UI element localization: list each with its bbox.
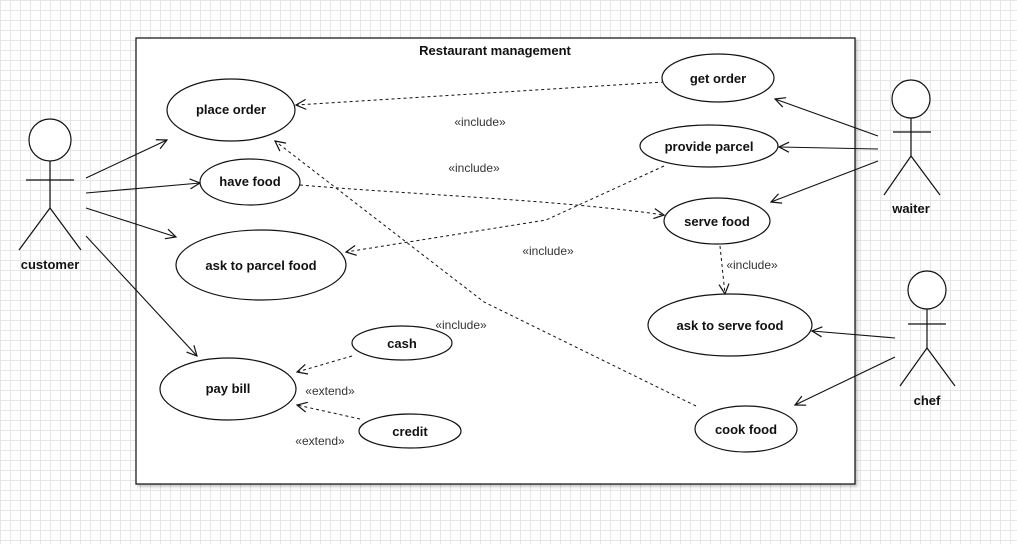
stereotype-include-cook-food: «include» xyxy=(435,318,487,332)
use-case-have-food[interactable]: have food xyxy=(199,158,301,206)
actor-waiter[interactable]: waiter xyxy=(883,79,941,216)
actor-chef[interactable]: chef xyxy=(899,270,956,408)
use-case-cash[interactable]: cash xyxy=(351,325,453,361)
use-case-have-food-label: have food xyxy=(219,174,280,189)
use-case-serve-food[interactable]: serve food xyxy=(663,197,771,245)
assoc-waiter-provide-parcel xyxy=(779,147,879,149)
system-title: Restaurant management xyxy=(419,43,571,58)
assoc-waiter-serve-food xyxy=(771,160,879,202)
assoc-customer-have-food xyxy=(85,183,200,194)
use-case-credit[interactable]: credit xyxy=(358,413,462,449)
assoc-customer-ask-to-parcel xyxy=(85,207,176,237)
use-case-ask-to-parcel-food-label: ask to parcel food xyxy=(205,258,316,273)
stereotype-include-provide-parcel: «include» xyxy=(522,244,574,258)
use-case-pay-bill-label: pay bill xyxy=(206,381,251,396)
use-case-place-order[interactable]: place order xyxy=(166,78,296,142)
use-case-get-order[interactable]: get order xyxy=(661,53,775,103)
actor-waiter-label: waiter xyxy=(891,201,930,216)
use-case-serve-food-label: serve food xyxy=(684,214,750,229)
assoc-chef-ask-to-serve xyxy=(812,331,896,339)
use-case-ask-to-serve-food[interactable]: ask to serve food xyxy=(647,293,813,357)
stereotype-extend-credit: «extend» xyxy=(295,434,345,448)
use-case-ask-to-parcel-food[interactable]: ask to parcel food xyxy=(175,229,347,301)
stereotype-include-get-order: «include» xyxy=(454,115,506,129)
actor-customer[interactable]: customer xyxy=(18,118,82,272)
use-case-get-order-label: get order xyxy=(690,71,746,86)
dep-serve-food-ask-to-serve xyxy=(720,245,725,294)
dep-cook-food-place-order xyxy=(275,141,697,407)
dep-get-order-place-order xyxy=(296,81,665,105)
use-case-cook-food-label: cook food xyxy=(715,422,777,437)
use-case-cash-label: cash xyxy=(387,336,417,351)
assoc-customer-pay-bill xyxy=(85,235,197,356)
use-case-place-order-label: place order xyxy=(196,102,266,117)
use-case-ask-to-serve-food-label: ask to serve food xyxy=(677,318,784,333)
assoc-chef-cook-food xyxy=(795,356,896,405)
dep-credit-pay-bill xyxy=(297,405,361,420)
use-case-credit-label: credit xyxy=(392,424,428,439)
assoc-waiter-get-order xyxy=(775,99,879,137)
use-case-pay-bill[interactable]: pay bill xyxy=(159,357,297,421)
use-case-provide-parcel[interactable]: provide parcel xyxy=(639,124,779,168)
use-case-cook-food[interactable]: cook food xyxy=(694,405,798,453)
use-case-provide-parcel-label: provide parcel xyxy=(665,139,754,154)
stereotype-extend-cash: «extend» xyxy=(305,384,355,398)
assoc-customer-place-order xyxy=(85,140,167,179)
dep-have-food-serve-food xyxy=(299,184,664,215)
stereotype-include-serve-food: «include» xyxy=(726,258,778,272)
actor-customer-label: customer xyxy=(21,257,80,272)
actor-chef-label: chef xyxy=(914,393,941,408)
dep-provide-parcel-ask-to-parcel xyxy=(346,165,665,252)
stereotype-include-have-food: «include» xyxy=(448,161,500,175)
